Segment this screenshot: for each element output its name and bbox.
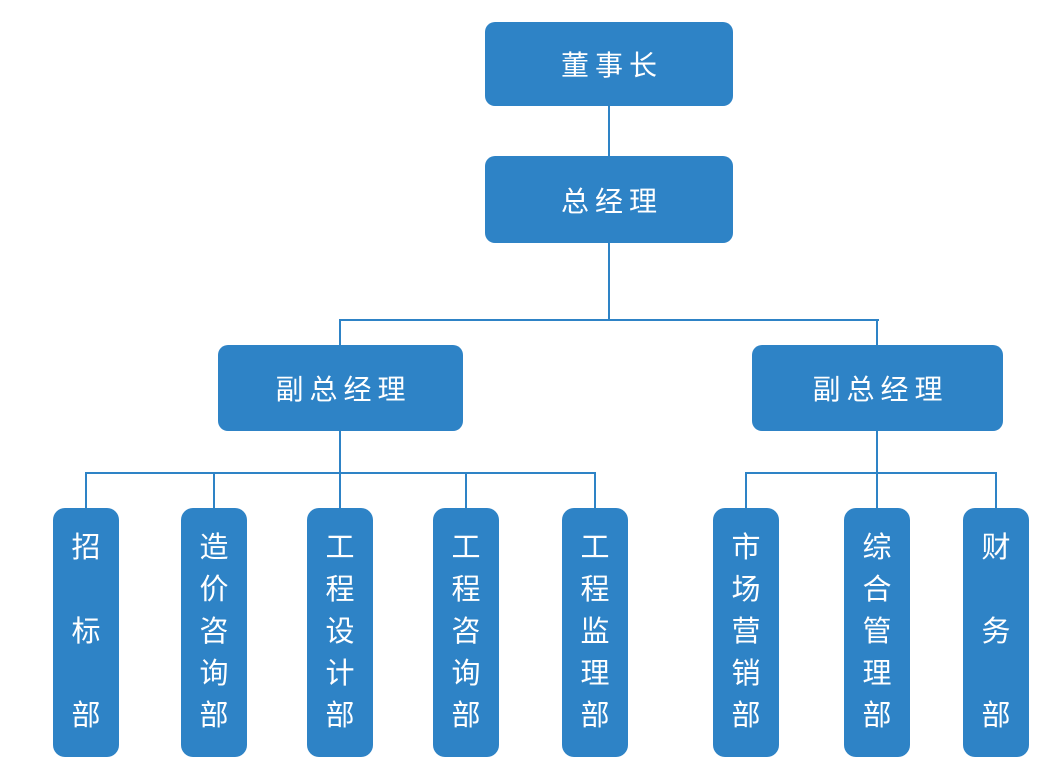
node-label-char: 管	[862, 616, 892, 648]
node-bidding-dept: 招标部	[53, 508, 119, 757]
connector-drop-deputy-right	[876, 321, 878, 345]
node-label-char: 价	[199, 574, 229, 606]
node-label-char: 部	[325, 700, 355, 732]
connector-drop-finance	[995, 474, 997, 508]
node-label-char: 场	[731, 574, 761, 606]
node-label-char: 询	[451, 658, 481, 690]
node-label-char: 造	[199, 532, 229, 564]
connector-gm-riser	[608, 243, 610, 321]
node-label: 副总经理	[812, 374, 949, 405]
node-engineering-supervision-dept: 工程监理部	[562, 508, 628, 757]
node-general-manager: 总经理	[485, 156, 733, 243]
node-label-char: 销	[731, 658, 761, 690]
node-finance-dept: 财务部	[963, 508, 1029, 757]
node-label-char: 咨	[451, 616, 481, 648]
connector-drop-engineering-design	[339, 474, 341, 508]
connector-deputy-left-riser	[339, 431, 341, 472]
node-label-char: 合	[862, 574, 892, 606]
node-label-char: 招	[71, 532, 101, 564]
connector-deputy-right-riser	[876, 431, 878, 472]
node-label-char: 工	[325, 532, 355, 564]
node-cost-consulting-dept: 造价咨询部	[181, 508, 247, 757]
node-label-char: 部	[981, 700, 1011, 732]
connector-drop-bidding	[85, 474, 87, 508]
node-label: 副总经理	[275, 374, 412, 405]
connector-drop-engineering-supervision	[594, 474, 596, 508]
node-label-char: 财	[981, 532, 1011, 564]
node-deputy-gm-right: 副总经理	[752, 345, 1003, 431]
node-label-char: 程	[451, 574, 481, 606]
node-general-management-dept: 综合管理部	[844, 508, 910, 757]
node-label-char: 部	[580, 700, 610, 732]
node-label-char: 综	[862, 532, 892, 564]
connector-drop-deputy-left	[339, 321, 341, 345]
node-label: 董事长	[560, 50, 663, 81]
node-label-char: 部	[862, 700, 892, 732]
connector-gm-horizontal	[339, 319, 879, 321]
node-label-char: 理	[580, 658, 610, 690]
node-label-char: 程	[325, 574, 355, 606]
node-label-char: 工	[451, 532, 481, 564]
node-deputy-gm-left: 副总经理	[218, 345, 463, 431]
connector-drop-general-management	[876, 474, 878, 508]
node-chairman: 董事长	[485, 22, 733, 106]
connector-drop-engineering-consulting	[465, 474, 467, 508]
node-label-char: 咨	[199, 616, 229, 648]
node-label-char: 工	[580, 532, 610, 564]
connector-chairman-gm	[608, 106, 610, 156]
node-label-char: 部	[731, 700, 761, 732]
node-label-char: 营	[731, 616, 761, 648]
node-label: 总经理	[560, 185, 663, 217]
node-label-char: 询	[199, 658, 229, 690]
node-label-char: 监	[580, 616, 610, 648]
node-label-char: 标	[71, 616, 101, 648]
node-label-char: 程	[580, 574, 610, 606]
node-label-char: 部	[199, 700, 229, 732]
connector-left-horizontal	[85, 472, 596, 474]
node-engineering-consulting-dept: 工程咨询部	[433, 508, 499, 757]
node-label-char: 务	[981, 616, 1011, 648]
node-label-char: 计	[325, 658, 355, 690]
connector-drop-marketing	[745, 474, 747, 508]
node-label-char: 部	[71, 700, 101, 732]
node-label-char: 理	[862, 658, 892, 690]
node-marketing-dept: 市场营销部	[713, 508, 779, 757]
node-label-char: 设	[325, 616, 355, 648]
connector-right-horizontal	[745, 472, 997, 474]
node-label-char: 市	[731, 532, 761, 564]
connector-drop-cost-consulting	[213, 474, 215, 508]
node-label-char: 部	[451, 700, 481, 732]
node-engineering-design-dept: 工程设计部	[307, 508, 373, 757]
